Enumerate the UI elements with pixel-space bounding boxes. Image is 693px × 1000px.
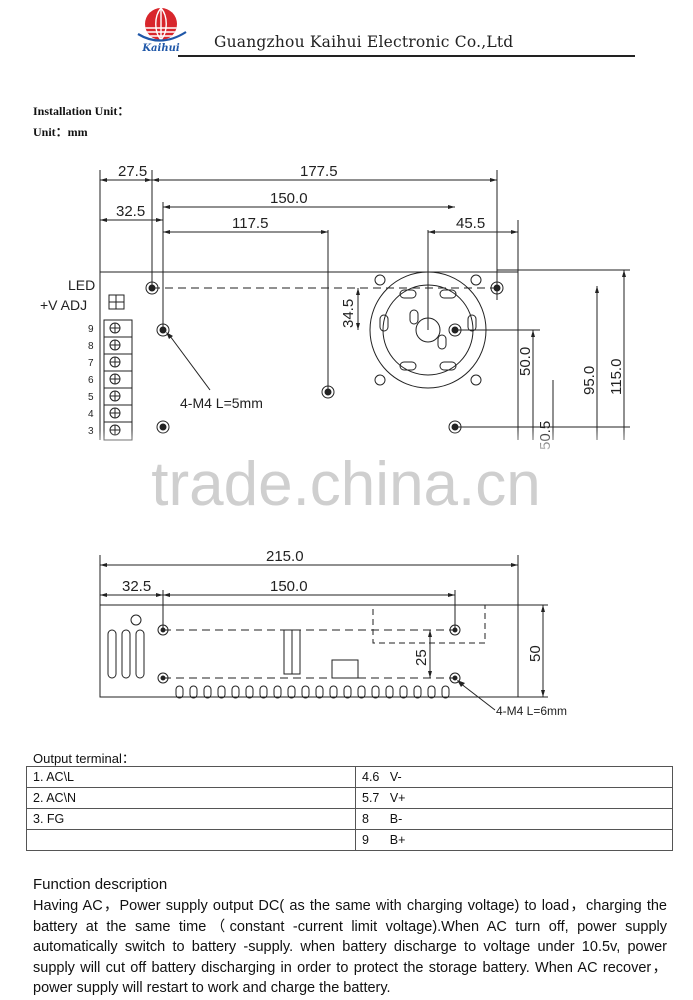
label-adj: +V ADJ [40, 297, 87, 313]
dim-34-5: 34.5 [340, 299, 357, 328]
terminal-right-cell: 5.7 V+ [355, 787, 673, 809]
dim-95-0: 95.0 [581, 366, 598, 395]
dim-150-0: 150.0 [270, 190, 308, 207]
terminal-left-cell: 1. AC\L [26, 766, 356, 788]
terminal-signal: B- [389, 812, 403, 826]
side-dim-32-5: 32.5 [122, 578, 151, 595]
terminal-right-cell: 8 B- [355, 808, 673, 830]
table-row: 2. AC\N 5.7 V+ [26, 787, 673, 809]
dim-27-5: 27.5 [118, 163, 147, 180]
label-led: LED [68, 277, 95, 293]
terminal-num-4: 4 [88, 409, 94, 420]
table-row: 9 B+ [26, 829, 673, 851]
side-screw-note: 4-M4 L=6mm [496, 704, 567, 718]
terminal-num-6: 6 [88, 375, 94, 386]
terminal-pin: 4.6 [362, 770, 380, 784]
installation-title: Installation Unit： [33, 104, 130, 118]
terminal-left-cell [26, 829, 356, 851]
terminal-num-7: 7 [88, 358, 94, 369]
kaihui-logo: Kaihui [137, 8, 187, 54]
fan-grille [369, 271, 487, 389]
function-title: Function description [33, 876, 168, 893]
side-dim-50: 50 [527, 645, 544, 662]
dim-177-5: 177.5 [300, 163, 338, 180]
top-screw-note: 4-M4 L=5mm [180, 395, 263, 411]
side-dim-25: 25 [413, 649, 430, 666]
table-row: 1. AC\L 4.6 V- [26, 766, 673, 788]
company-name: Guangzhou Kaihui Electronic Co.,Ltd [214, 33, 514, 51]
watermark-strip: trade.china.cn [0, 430, 693, 540]
top-view: 27.5 177.5 150.0 32.5 117.5 45.5 50.0 95… [40, 163, 630, 450]
watermark-text: trade.china.cn [151, 450, 540, 519]
output-terminal-title: Output terminal： [33, 751, 135, 766]
bottom-vents [175, 685, 450, 699]
terminal-right-cell: 4.6 V- [355, 766, 673, 788]
terminal-left-cell: 3. FG [26, 808, 356, 830]
side-dim-215-0: 215.0 [266, 548, 304, 565]
page-header: Kaihui Guangzhou Kaihui Electronic Co.,L… [0, 0, 693, 62]
side-view: 215.0 32.5 150.0 [99, 548, 567, 718]
dim-32-5: 32.5 [116, 203, 145, 220]
terminal-signal: V+ [389, 791, 406, 805]
terminal-num-9: 9 [88, 324, 94, 335]
terminal-signal: V- [389, 770, 402, 784]
terminal-right-cell: 9 B+ [355, 829, 673, 851]
table-row: 3. FG 8 B- [26, 808, 673, 830]
terminal-signal: B+ [389, 833, 406, 847]
dim-45-5: 45.5 [456, 215, 485, 232]
dim-115-0: 115.0 [608, 359, 625, 395]
side-dim-150-0: 150.0 [270, 578, 308, 595]
logo-text: Kaihui [141, 43, 180, 54]
terminal-pin: 8 [362, 812, 369, 826]
dimension-drawing: 27.5 177.5 150.0 32.5 117.5 45.5 50.0 95… [40, 163, 630, 718]
terminal-rows [104, 322, 132, 436]
header-rule [178, 55, 635, 57]
terminal-left-cell: 2. AC\N [26, 787, 356, 809]
function-body: Having AC，Power supply output DC( as the… [33, 898, 667, 996]
dim-50-0: 50.0 [517, 347, 534, 376]
terminal-pin: 5.7 [362, 791, 380, 805]
dim-117-5: 117.5 [232, 215, 268, 232]
terminal-num-8: 8 [88, 341, 94, 352]
terminal-num-5: 5 [88, 392, 94, 403]
output-terminal-table: 1. AC\L 4.6 V- 2. AC\N 5.7 V+ 3. FG 8 B-… [26, 766, 673, 851]
unit-label: Unit：mm [33, 125, 88, 139]
terminal-pin: 9 [362, 833, 369, 847]
